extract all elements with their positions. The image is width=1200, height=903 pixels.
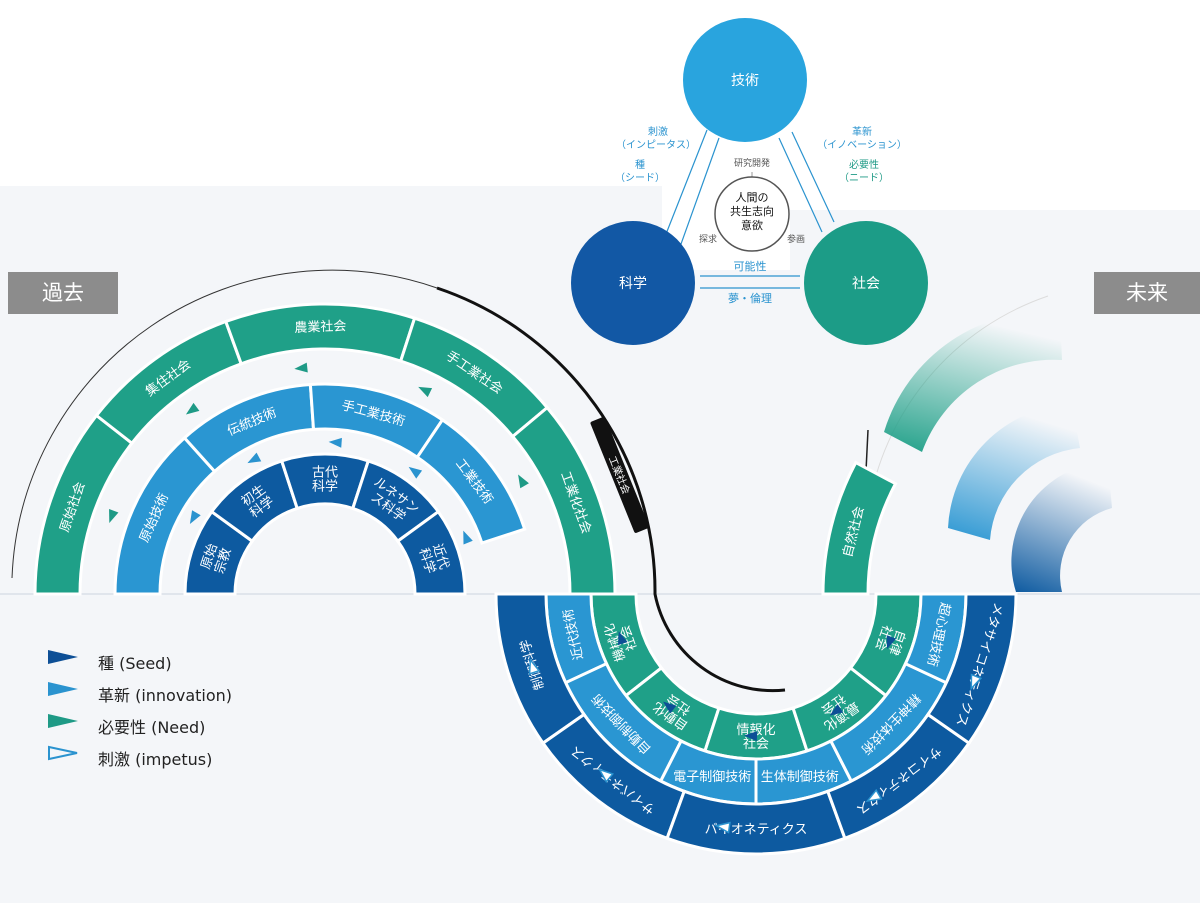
flow-marker-icon	[865, 788, 883, 803]
legend-label-impetus: 刺激 (impetus)	[98, 750, 213, 769]
legend: 種 (Seed) 革新 (innovation) 必要性 (Need) 刺激 (…	[46, 648, 232, 776]
impetus-label: 刺激	[648, 125, 668, 138]
innovation-label: 革新	[852, 125, 872, 138]
seed-marker-icon	[48, 650, 78, 664]
legend-label-innovation: 革新 (innovation)	[98, 686, 233, 705]
legend-item-need: 必要性 (Need)	[46, 712, 232, 744]
legend-item-innovation: 革新 (innovation)	[46, 680, 232, 712]
flow-marker-icon	[528, 657, 541, 675]
impetus-sub-label: （インピータス）	[616, 139, 696, 151]
technology-label: 電子制御技術	[673, 770, 751, 785]
flow-marker-icon	[829, 704, 844, 716]
impetus-marker-icon	[48, 745, 78, 761]
science-node	[571, 221, 695, 345]
flow-marker-icon	[714, 821, 731, 834]
need-marker-icon	[48, 714, 78, 728]
flow-marker-icon	[189, 510, 201, 525]
society-node	[804, 221, 928, 345]
technology-segment	[415, 417, 527, 545]
flow-marker-icon	[418, 386, 433, 398]
human-will-label: 共生志向	[730, 204, 774, 218]
society-band-future: 自然社会	[821, 460, 898, 596]
participate-label: 参画	[787, 233, 805, 245]
need-label: 必要性	[849, 158, 879, 171]
rd-label: 研究開発	[734, 157, 770, 169]
science-label: バイオネティクス	[705, 823, 808, 838]
flow-marker-icon	[109, 509, 119, 523]
dream-label: 夢・倫理	[728, 291, 772, 305]
legend-label-need: 必要性 (Need)	[98, 718, 206, 737]
flow-marker-icon	[617, 631, 628, 646]
human-will-label: 意欲	[741, 218, 763, 232]
future-label: 未来	[1094, 272, 1200, 314]
technology-label: 生体制御技術	[761, 770, 839, 785]
society-label: 情報化社会	[736, 723, 775, 752]
human-will-label: 人間の	[736, 191, 769, 204]
technology-label: 技術	[731, 73, 759, 89]
flow-marker-icon	[408, 466, 423, 479]
flow-marker-icon	[463, 530, 473, 545]
seed-label: 種	[635, 158, 645, 171]
legend-label-seed: 種 (Seed)	[98, 654, 172, 673]
past-label: 過去	[8, 272, 118, 314]
science-segment	[395, 509, 467, 596]
technology-band-arch: 原始技術伝統技術手工業技術工業技術	[113, 382, 527, 596]
flow-marker-icon	[518, 474, 529, 489]
flow-marker-icon	[970, 673, 983, 691]
flow-marker-icon	[886, 635, 897, 650]
flow-marker-icon	[744, 731, 758, 742]
society-label: 社会	[852, 276, 880, 292]
innovation-sub-label: （イノベーション）	[817, 139, 907, 151]
technology-band-u: 近代技術自動制御技術電子制御技術生体制御技術精神生体技術超心理技術	[544, 592, 968, 806]
flow-marker-icon	[185, 402, 200, 415]
innovation-marker-icon	[48, 682, 78, 696]
possibility-label: 可能性	[734, 259, 767, 273]
flow-marker-icon	[597, 768, 614, 784]
society-segment	[821, 460, 898, 596]
society-label: 農業社会	[294, 318, 347, 336]
science-label: 古代科学	[312, 465, 338, 494]
science-segment	[925, 592, 1018, 746]
legend-item-impetus: 刺激 (impetus)	[46, 744, 232, 776]
science-label: 近代科学	[415, 542, 451, 576]
need-sub-label: （ニード）	[839, 172, 889, 184]
flow-marker-icon	[294, 362, 308, 373]
legend-item-seed: 種 (Seed)	[46, 648, 232, 680]
seed-sub-label: （シード）	[615, 172, 665, 184]
human-will-node	[714, 176, 790, 252]
flow-marker-icon	[328, 437, 342, 448]
science-label: 科学	[619, 276, 647, 292]
flow-marker-icon	[247, 452, 262, 464]
science-label: 原始宗教	[199, 542, 235, 576]
flow-marker-icon	[663, 701, 677, 714]
technology-node	[683, 18, 807, 142]
science-band-arch: 原始宗教初生科学古代科学ルネサンス科学近代科学	[183, 452, 467, 596]
explore-label: 探求	[699, 233, 717, 245]
science-band-u: 制御科学サイバネティクスバイオネティクスサイコネティクスメタサイコネティクス	[494, 592, 1018, 856]
